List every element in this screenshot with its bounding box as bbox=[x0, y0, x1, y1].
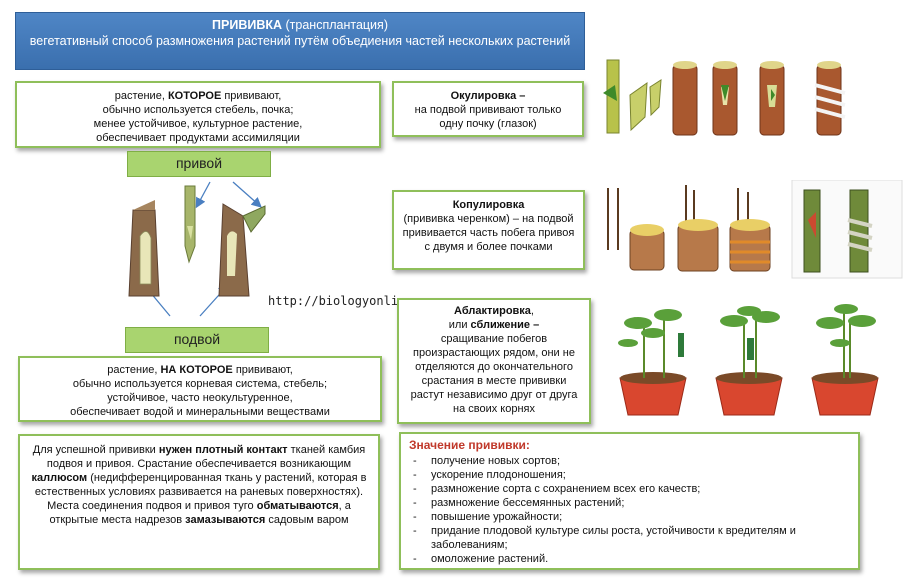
list-item: размножение сорта с сохранением всех его… bbox=[409, 482, 850, 496]
ablaktirovka-alt: сближение – bbox=[470, 319, 540, 331]
successful-grafting-box: Для успешной прививки нужен плотный конт… bbox=[18, 434, 380, 570]
okulirovka-illustration bbox=[603, 59, 846, 136]
header-banner: ПРИВИВКА (трансплантация) вегетативный с… bbox=[15, 12, 585, 70]
page-title: ПРИВИВКА bbox=[212, 18, 283, 32]
success-text-4b: замазываются bbox=[185, 514, 266, 526]
scion-text-1a: растение, bbox=[114, 90, 168, 102]
okulirovka-title: Окулировка – bbox=[450, 90, 526, 102]
kopulirovka-title: Копулировка bbox=[452, 199, 525, 211]
success-text-4: , а открытые места надрезов bbox=[49, 500, 351, 526]
success-text-2: тканей камбия подвоя и привоя. Срастание… bbox=[46, 444, 366, 470]
stock-text-1a: растение, bbox=[107, 364, 161, 376]
success-text-1: Для успешной прививки bbox=[32, 444, 159, 456]
scion-text-1c: прививают, bbox=[221, 90, 282, 102]
significance-list: получение новых сортов; ускорение плодон… bbox=[409, 454, 850, 566]
significance-title: Значение прививки: bbox=[409, 438, 530, 452]
scion-text-3: менее устойчивое, культурное растение, bbox=[93, 118, 303, 130]
ablaktirovka-text: сращивание побегов произрастающих рядом,… bbox=[410, 333, 578, 415]
stock-text-1c: прививают, bbox=[232, 364, 293, 376]
kopulirovka-text: (прививка черенком) – на подвой прививае… bbox=[402, 213, 575, 253]
list-item: ускорение плодоношения; bbox=[409, 468, 850, 482]
list-item: придание плодовой культуре силы роста, у… bbox=[409, 524, 850, 552]
significance-box: Значение прививки: получение новых сорто… bbox=[399, 432, 860, 570]
page-title-paren: (трансплантация) bbox=[282, 18, 388, 32]
rootstock-label: подвой bbox=[125, 327, 269, 353]
list-item: повышение урожайности; bbox=[409, 510, 850, 524]
scion-text-2: обычно используется стебель, почка; bbox=[102, 104, 294, 116]
okulirovka-text: на подвой прививают только одну почку (г… bbox=[414, 104, 562, 130]
success-text-5: садовым варом bbox=[265, 514, 349, 526]
success-text-2b: каллюсом bbox=[31, 472, 88, 484]
success-text-3: (недифференцированная ткань у растений, … bbox=[34, 472, 367, 512]
success-text-1b: нужен плотный контакт bbox=[158, 444, 288, 456]
stock-text-4: обеспечивает водой и минеральными вещест… bbox=[70, 406, 330, 418]
grafting-branches-illustration bbox=[128, 181, 266, 317]
okulirovka-box: Окулировка – на подвой прививают только … bbox=[392, 81, 584, 137]
list-item: омоложение растений. bbox=[409, 552, 850, 566]
kopulirovka-illustration bbox=[607, 180, 903, 279]
stock-text-2: обычно используется корневая система, ст… bbox=[72, 378, 328, 390]
page-subtitle: вегетативный способ размножения растений… bbox=[29, 34, 571, 48]
list-item: размножение бессемянных растений; bbox=[409, 496, 850, 510]
scion-description-box: растение, КОТОРОЕ прививают, обычно испо… bbox=[15, 81, 381, 148]
ablaktirovka-box: Аблактировка, или сближение – сращивание… bbox=[397, 298, 591, 424]
ablaktirovka-illustration bbox=[618, 304, 879, 416]
ablaktirovka-ili: или bbox=[448, 319, 471, 331]
scion-text-4: обеспечивает продуктами ассимиляции bbox=[96, 132, 300, 144]
ablaktirovka-title: Аблактировка bbox=[454, 305, 531, 317]
scion-label: привой bbox=[127, 151, 271, 177]
list-item: получение новых сортов; bbox=[409, 454, 850, 468]
scion-text-1b: КОТОРОЕ bbox=[167, 90, 222, 102]
stock-text-1b: НА КОТОРОЕ bbox=[160, 364, 233, 376]
rootstock-description-box: растение, НА КОТОРОЕ прививают, обычно и… bbox=[18, 356, 382, 422]
stock-text-3: устойчивое, часто неокультуренное, bbox=[107, 392, 293, 404]
watermark-url: http://biologyonline.ru bbox=[268, 294, 435, 308]
ablaktirovka-sep: , bbox=[530, 305, 534, 317]
success-text-3b: обматываются bbox=[256, 500, 339, 512]
kopulirovka-box: Копулировка (прививка черенком) – на под… bbox=[392, 190, 585, 270]
